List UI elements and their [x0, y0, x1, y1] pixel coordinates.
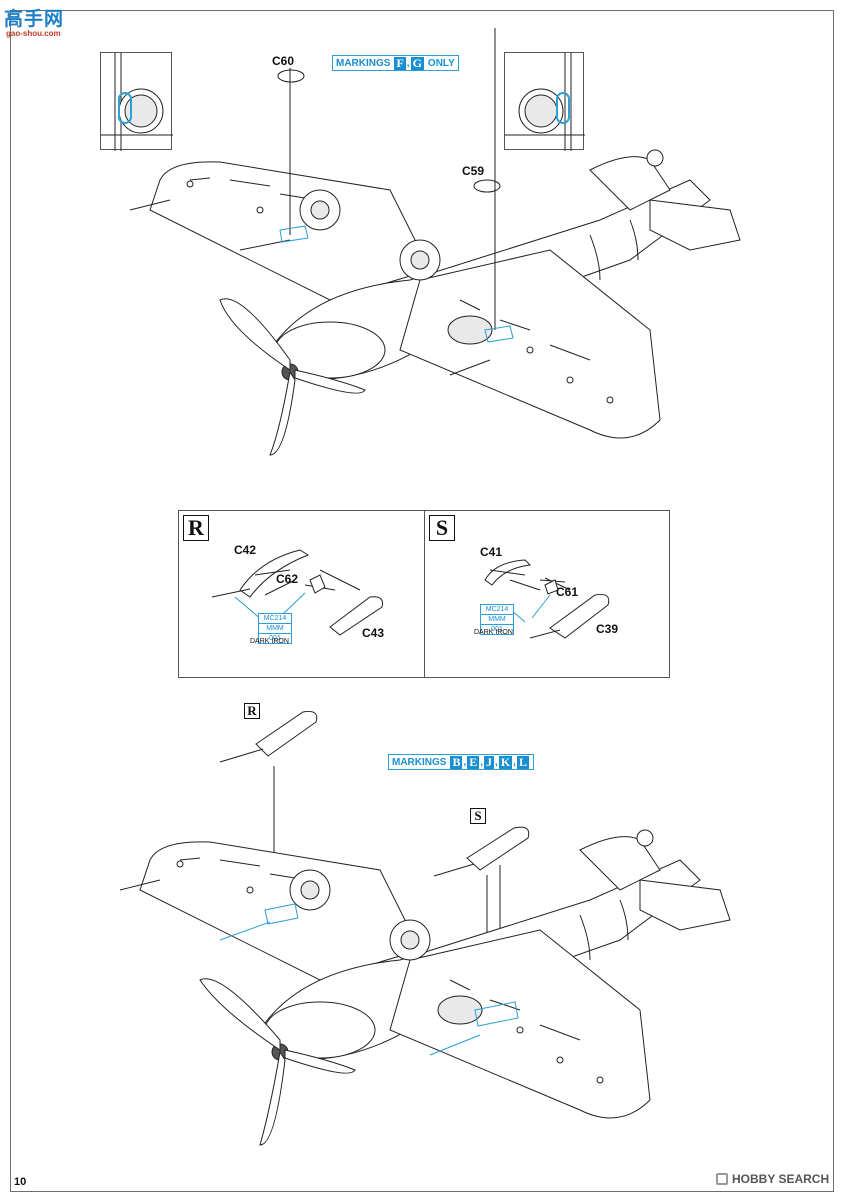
hobby-search-logo-icon	[716, 1173, 728, 1185]
detail-inset-left	[100, 52, 173, 151]
markings-callout-step2: MARKINGS B , E , J , K , L	[388, 754, 534, 770]
detail-inset-left-drawing	[101, 53, 173, 151]
step2-variant-r: R	[244, 703, 260, 719]
marking-separator-1: ,	[463, 756, 467, 768]
variant-r-parts-drawing	[211, 549, 383, 636]
marking-separator-3: ,	[495, 756, 498, 768]
watermark-chinese: 高手网	[4, 8, 65, 30]
part-label-c42: C42	[234, 543, 257, 557]
marking-separator: ,	[406, 57, 410, 69]
paint-code-r-mmm: MMM	[259, 624, 291, 634]
paint-code-s-mc: MC214	[481, 605, 513, 615]
paint-name-s: DARK IRON	[474, 629, 513, 636]
paint-callout-r: MC214 MMM 001	[258, 613, 292, 644]
marking-letter-l: L	[516, 754, 529, 769]
part-label-c61: C61	[556, 585, 579, 599]
hobby-search-text: HOBBY SEARCH	[732, 1172, 830, 1186]
watermark-url: gao-shou.com	[6, 29, 61, 38]
detail-inset-right	[504, 52, 585, 151]
step2-variant-s: S	[470, 808, 486, 824]
paint-callout-s: MC214 MMM 001	[480, 604, 514, 635]
markings-prefix: MARKINGS	[336, 57, 391, 69]
paint-code-s-mmm: MMM	[481, 615, 513, 625]
part-label-c39: C39	[596, 622, 619, 636]
page-number: 10	[14, 1176, 27, 1188]
part-label-c62: C62	[276, 572, 299, 586]
part-label-c43: C43	[362, 626, 385, 640]
marking-letter-g: G	[410, 55, 424, 70]
variant-panel-divider	[424, 510, 425, 678]
page-frame	[10, 10, 834, 1192]
variant-letter-s: S	[429, 515, 455, 541]
marking-letter-b: B	[450, 754, 463, 769]
markings-prefix-2: MARKINGS	[392, 756, 447, 768]
aircraft-drawing-step2	[119, 829, 731, 1146]
variant-letter-r: R	[183, 515, 209, 541]
part-label-c60: C60	[272, 54, 295, 68]
aircraft-drawing-step1	[129, 28, 741, 456]
paint-name-r: DARK IRON	[250, 638, 289, 645]
marking-separator-2: ,	[480, 756, 484, 768]
marking-letter-j: J	[484, 754, 495, 769]
part-c60-drawing	[277, 69, 305, 83]
markings-callout-step1: MARKINGS F , G ONLY	[332, 55, 459, 71]
part-label-c41: C41	[480, 545, 503, 559]
hobby-search-watermark: HOBBY SEARCH	[716, 1172, 829, 1186]
marking-letter-e: E	[467, 754, 480, 769]
detail-inset-right-drawing	[505, 53, 585, 151]
part-c59-drawing	[473, 179, 501, 193]
marking-separator-4: ,	[513, 756, 516, 768]
marking-letter-k: K	[498, 754, 513, 769]
paint-code-r-num: 001	[269, 635, 281, 642]
watermark-logo: 高手网 gao-shou.com	[4, 4, 74, 44]
markings-suffix: ONLY	[427, 57, 455, 69]
marking-letter-f: F	[394, 55, 406, 70]
paint-code-s-num: 001	[491, 626, 503, 633]
step2-variant-r-part	[219, 711, 318, 864]
part-label-c59: C59	[462, 164, 485, 178]
paint-code-r-mc: MC214	[259, 614, 291, 624]
variant-s-parts-drawing	[484, 559, 610, 639]
